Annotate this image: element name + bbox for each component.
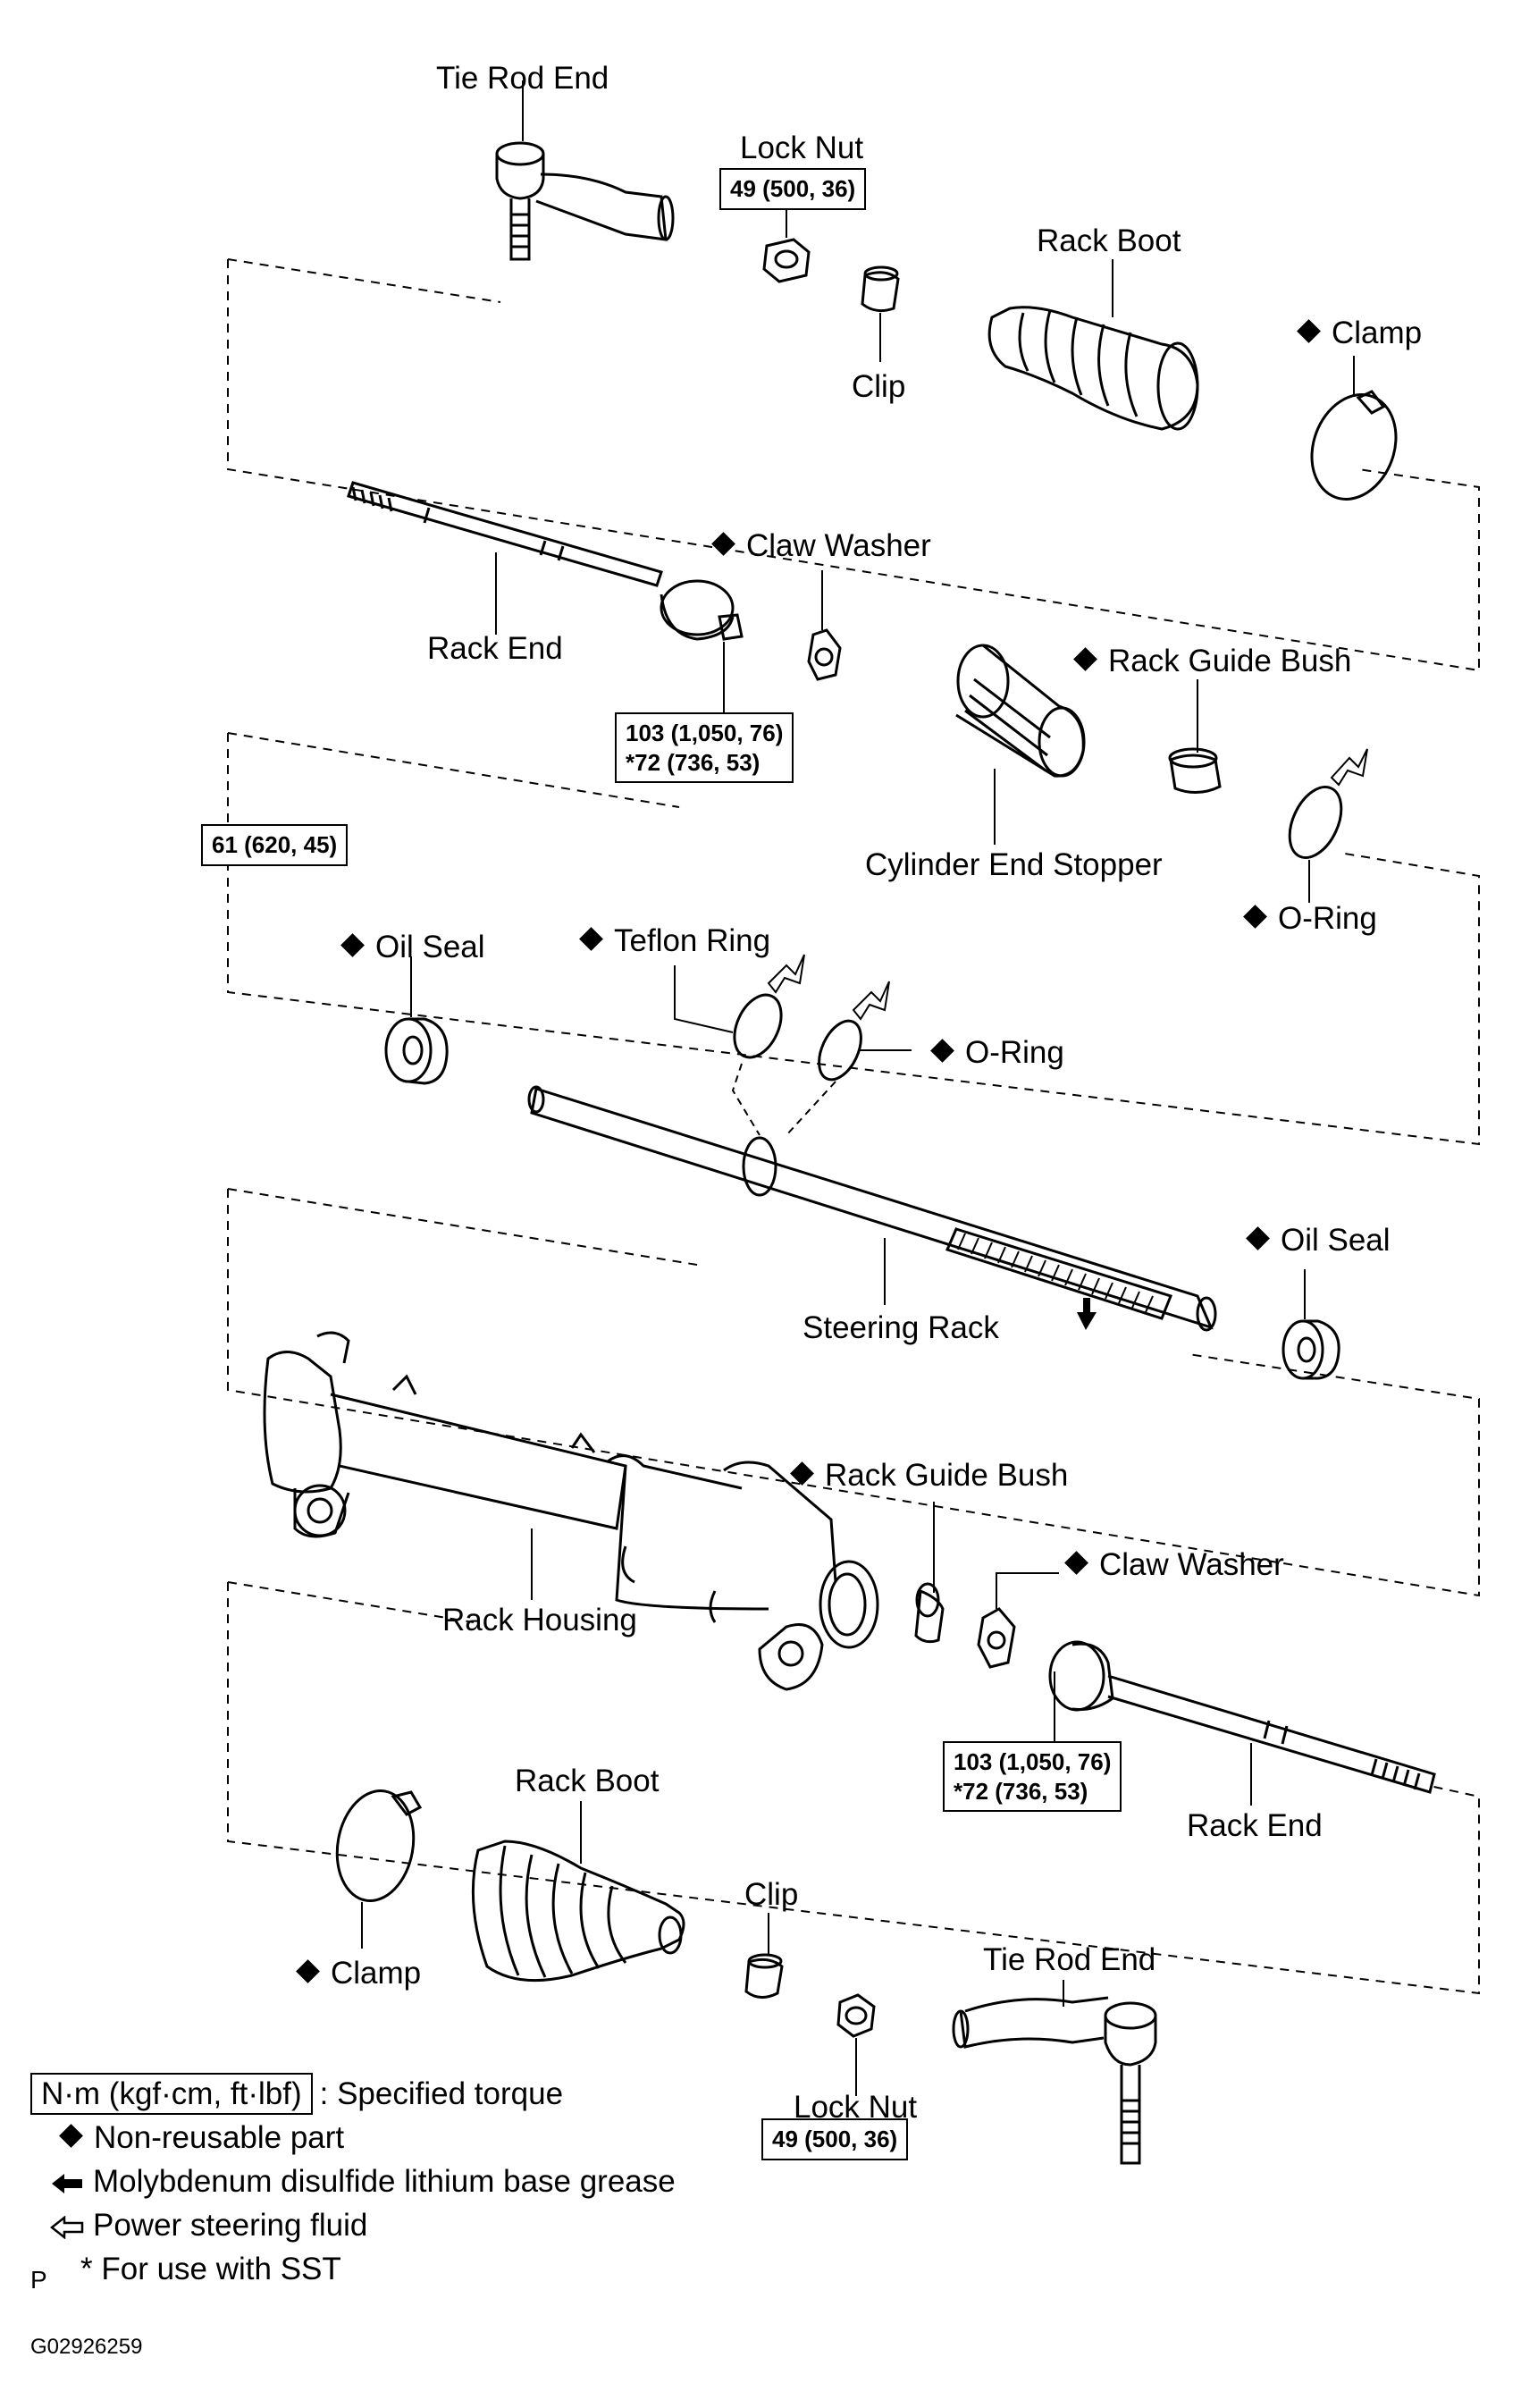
p-mark: P <box>30 2266 47 2294</box>
rack-boot-bottom-label: Rack Boot <box>515 1764 660 1798</box>
lock-nut-bottom-torque: 49 (500, 36) <box>761 2118 909 2160</box>
rack-end-bottom-label: Rack End <box>1187 1808 1323 1843</box>
lock-nut-top-label: Lock Nut <box>740 131 864 165</box>
ps-fluid-text: Power steering fluid <box>93 2208 368 2243</box>
legend-torque-row: N·m (kgf·cm, ft·lbf): Specified torque <box>30 2072 676 2116</box>
torque-desc: : Specified torque <box>319 2076 564 2111</box>
non-reusable-icon <box>1064 1551 1088 1575</box>
steering-rack-label: Steering Rack <box>803 1310 999 1345</box>
oil-seal-left-label: Oil Seal <box>340 931 485 963</box>
oil-seal-left-part <box>384 1017 449 1085</box>
fluid-arrow-icon <box>1330 748 1368 787</box>
tie-rod-end-bottom-part <box>952 1996 1157 2165</box>
clamp-bottom-label: Clamp <box>296 1958 421 1989</box>
oil-seal-right-label: Oil Seal <box>1246 1225 1391 1256</box>
clamp-bottom-part <box>335 1789 423 1902</box>
rack-guide-bush-bottom-label: Rack Guide Bush <box>790 1460 1068 1491</box>
fluid-arrow-icon <box>50 2216 84 2239</box>
lock-nut-top-part <box>762 238 811 283</box>
rack-boot-bottom-part <box>471 1840 685 1983</box>
rack-end-bottom-torque: 103 (1,050, 76)*72 (736, 53) <box>943 1741 1122 1812</box>
clamp-top-part <box>1310 390 1398 501</box>
non-reusable-icon <box>340 933 365 957</box>
non-reusable-icon <box>296 1959 320 1983</box>
non-reusable-text: Non-reusable part <box>94 2120 345 2155</box>
rack-guide-bush-top-label: Rack Guide Bush <box>1073 645 1351 677</box>
figure-code: G02926259 <box>30 2335 143 2359</box>
claw-washer-bottom-part <box>977 1607 1016 1669</box>
clip-bottom-label: Clip <box>744 1877 799 1912</box>
non-reusable-icon <box>1297 319 1321 343</box>
assembly-frame-lines <box>227 258 1480 1995</box>
non-reusable-icon <box>59 2124 83 2148</box>
legend-fluid-row: Power steering fluid <box>30 2203 676 2247</box>
tie-rod-end-bottom-label: Tie Rod End <box>983 1942 1156 1977</box>
oil-seal-right-part <box>1282 1319 1340 1380</box>
lock-nut-bottom-part <box>836 1993 876 2038</box>
non-reusable-icon <box>790 1461 814 1486</box>
claw-washer-top-part <box>807 628 842 681</box>
teflon-ring-part <box>733 993 783 1059</box>
grease-arrow-icon <box>1077 1298 1097 1330</box>
rack-guide-bush-top-part <box>1168 747 1222 794</box>
rack-boot-top-part <box>987 306 1199 431</box>
non-reusable-icon <box>930 1039 954 1063</box>
fluid-arrow-icon <box>852 981 890 1021</box>
rack-housing-part <box>263 1331 879 1691</box>
fluid-arrow-icon <box>767 954 805 994</box>
rack-guide-bush-bottom-part <box>914 1582 945 1644</box>
clip-bottom-part <box>744 1953 784 1999</box>
tie-rod-end-top-part <box>495 141 675 261</box>
cylinder-end-stopper-label: Cylinder End Stopper <box>865 847 1163 882</box>
clamp-top-label: Clamp <box>1297 317 1422 349</box>
rack-end-top-torque: 103 (1,050, 76)*72 (736, 53) <box>615 712 794 783</box>
non-reusable-icon <box>1073 647 1097 671</box>
clip-top-part <box>861 265 900 313</box>
claw-washer-bottom-label: Claw Washer <box>1064 1549 1284 1580</box>
teflon-ring-label: Teflon Ring <box>579 925 770 956</box>
rack-end-bottom-part <box>1048 1640 1436 1794</box>
rack-boot-top-label: Rack Boot <box>1037 223 1181 258</box>
legend: N·m (kgf·cm, ft·lbf): Specified torque N… <box>30 2072 676 2291</box>
moly-grease-text: Molybdenum disulfide lithium base grease <box>93 2164 676 2199</box>
non-reusable-icon <box>579 927 603 951</box>
non-reusable-icon <box>1246 1226 1270 1250</box>
claw-washer-top-label: Claw Washer <box>711 530 931 561</box>
o-ring-mid-label: O-Ring <box>930 1037 1064 1068</box>
lock-nut-top-torque: 49 (500, 36) <box>719 168 867 210</box>
legend-sst-row: * For use with SST <box>80 2252 341 2286</box>
rack-end-top-label: Rack End <box>427 631 563 666</box>
legend-non-reusable-row: Non-reusable part <box>30 2116 676 2160</box>
torque-units-box: N·m (kgf·cm, ft·lbf) <box>30 2073 313 2115</box>
steering-rack-part <box>527 1085 1217 1332</box>
tie-rod-end-top-label: Tie Rod End <box>436 61 609 96</box>
lock-nut-bottom-label: Lock Nut <box>794 2090 918 2125</box>
non-reusable-icon <box>1243 905 1267 929</box>
cylinder-end-stopper-part <box>955 644 1086 778</box>
o-ring-right-part <box>1288 785 1343 860</box>
o-ring-mid-part <box>818 1019 862 1082</box>
o-ring-right-label: O-Ring <box>1243 903 1377 934</box>
non-reusable-icon <box>711 532 735 556</box>
clip-top-label: Clip <box>852 369 906 404</box>
rack-housing-label: Rack Housing <box>442 1603 637 1638</box>
grease-arrow-icon <box>52 2174 82 2193</box>
rack-end-top-part <box>347 481 744 641</box>
cylinder-torque: 61 (620, 45) <box>201 824 349 866</box>
legend-grease-row: Molybdenum disulfide lithium base grease <box>30 2160 676 2203</box>
